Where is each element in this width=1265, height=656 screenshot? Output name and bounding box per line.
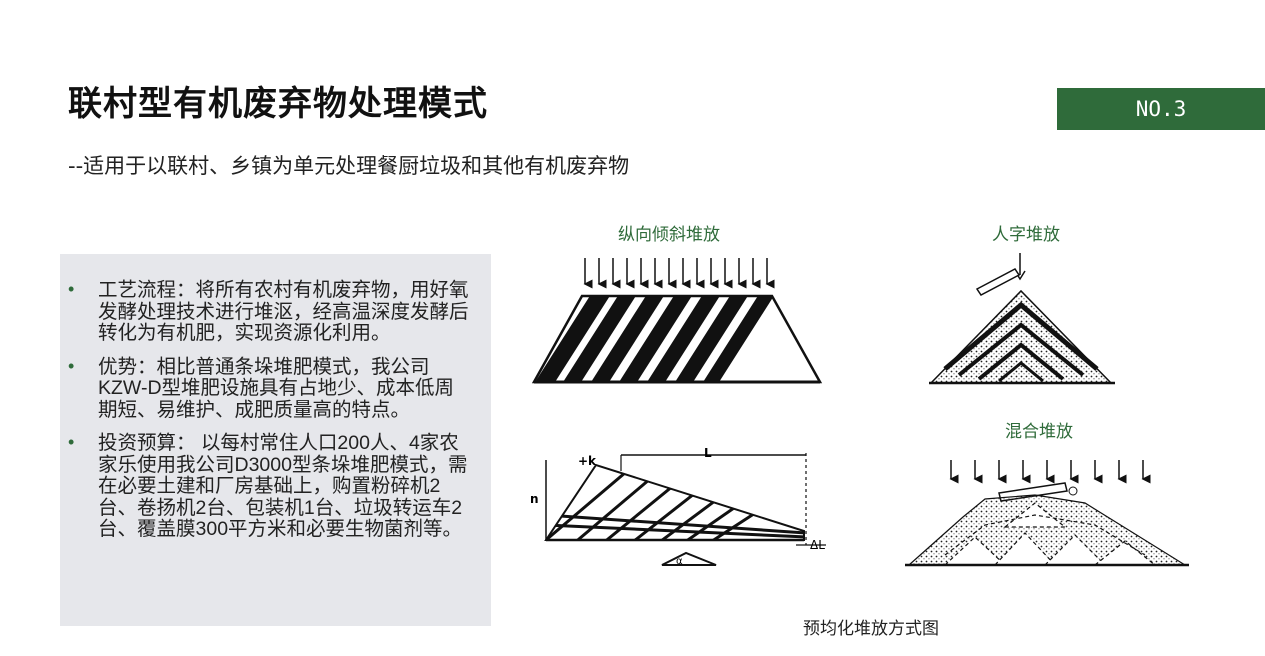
pressure-arrows-mixed: [949, 460, 1151, 484]
label-longitudinal: 纵向倾斜堆放: [618, 225, 720, 245]
label-n: n: [530, 492, 539, 506]
pressure-arrows: [583, 258, 775, 289]
bullet-process-text: 工艺流程：将所有农村有机废弃物，用好氧发酵处理技术进行堆沤，经高温深度发酵后转化…: [98, 279, 469, 344]
bullet-budget: • 投资预算： 以每村常住人口200人、4家农家乐使用我公司D3000型条垛堆肥模…: [60, 432, 471, 541]
diagram-layered-profile: +k L n ΔL α: [530, 446, 826, 567]
bullet-dot-icon: •: [68, 279, 75, 299]
diagram-mixed-stacking: [905, 460, 1189, 567]
bullet-budget-text: 投资预算： 以每村常住人口200人、4家农家乐使用我公司D3000型条垛堆肥模式…: [98, 432, 468, 540]
diagram-chevron-stacking: [929, 253, 1115, 385]
diagram-longitudinal-stacking: [531, 258, 823, 384]
bullet-dot-icon: •: [68, 355, 75, 376]
bullet-advantage-text: 优势：相比普通条垛堆肥模式，我公司KZW-D型堆肥设施具有占地少、成本低周期短、…: [98, 355, 455, 421]
slide-title: 联村型有机废弃物处理模式: [68, 84, 488, 124]
figure-caption: 预均化堆放方式图: [803, 619, 939, 639]
bullet-dot-icon: •: [68, 432, 75, 452]
label-mixed: 混合堆放: [1005, 422, 1073, 442]
label-alpha: α: [676, 556, 683, 567]
slide-number-badge: NO.3: [1057, 88, 1265, 130]
bullet-process: • 工艺流程：将所有农村有机废弃物，用好氧发酵处理技术进行堆沤，经高温深度发酵后转…: [60, 279, 471, 345]
label-chevron: 人字堆放: [992, 225, 1060, 245]
description-panel: • 工艺流程：将所有农村有机废弃物，用好氧发酵处理技术进行堆沤，经高温深度发酵后转…: [60, 254, 491, 626]
stripes: [534, 296, 784, 382]
label-L: L: [704, 446, 712, 460]
bullet-advantage: • 优势：相比普通条垛堆肥模式，我公司KZW-D型堆肥设施具有占地少、成本低周期短…: [60, 355, 471, 422]
label-delta-L: ΔL: [810, 538, 825, 552]
label-k: +k: [578, 454, 597, 468]
slide-subtitle: --适用于以联村、乡镇为单元处理餐厨垃圾和其他有机废弃物: [68, 154, 630, 178]
bullet-list: • 工艺流程：将所有农村有机废弃物，用好氧发酵处理技术进行堆沤，经高温深度发酵后转…: [60, 254, 491, 541]
